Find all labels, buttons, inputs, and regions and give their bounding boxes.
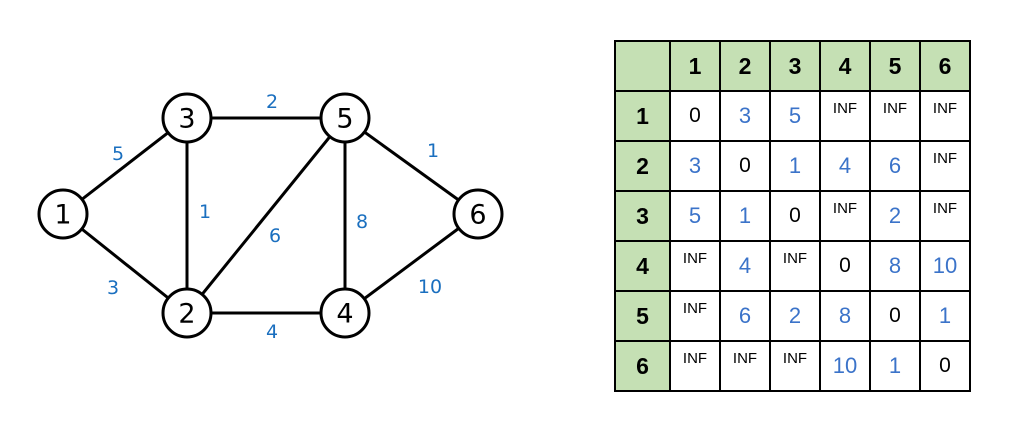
graph-nodes: 1 2 3 4 5 6 [37,92,504,339]
row-header-1: 1 [614,90,671,142]
matrix-cell-5-1: INF [669,290,721,342]
matrix-cell-4-3: INF [769,240,821,292]
matrix-cell-2-1: 3 [669,140,721,192]
matrix-cell-5-6: 1 [919,290,971,342]
edge-5-6 [344,116,479,216]
node-label-2: 2 [178,299,195,330]
edge-2-5 [185,117,347,314]
matrix-cell-4-2: 4 [719,240,771,292]
graph-edges [62,116,479,315]
matrix-cell-1-5: INF [869,90,921,142]
matrix-cell-5-5: 0 [869,290,921,342]
node-circle-3 [161,92,213,144]
matrix-cell-5-4: 8 [819,290,871,342]
edge-weight-3-5: 2 [266,91,278,113]
row-header-5: 5 [614,290,671,342]
node-circle-5 [319,92,371,144]
edge-weight-1-2: 3 [107,277,119,299]
matrix-cell-3-3: 0 [769,190,821,242]
row-header-4: 4 [614,240,671,292]
edge-weight-3-2: 1 [199,201,211,223]
node-6: 6 [452,188,504,240]
matrix-cell-3-2: 1 [719,190,771,242]
edge-4-6 [344,212,479,315]
edge-weight-2-4: 4 [266,321,278,343]
matrix-cell-6-1: INF [669,340,721,392]
matrix-cell-3-1: 5 [669,190,721,242]
matrix-cell-4-4: 0 [819,240,871,292]
row-header-6: 6 [614,340,671,392]
column-header-1: 1 [669,40,721,92]
matrix-cell-6-5: 1 [869,340,921,392]
column-header-4: 4 [819,40,871,92]
matrix-cell-6-6: 0 [919,340,971,392]
edge-1-3 [62,116,188,216]
matrix-cell-1-4: INF [819,90,871,142]
node-1: 1 [37,188,89,240]
row-header-3: 3 [614,190,671,242]
node-label-4: 4 [336,299,353,330]
row-header-2: 2 [614,140,671,192]
node-label-3: 3 [178,104,195,135]
matrix-cell-1-2: 3 [719,90,771,142]
node-label-1: 1 [54,200,71,231]
node-circle-4 [319,287,371,339]
matrix-cell-2-6: INF [919,140,971,192]
edge-weight-2-5: 6 [269,225,281,247]
matrix-cell-2-2: 0 [719,140,771,192]
node-3: 3 [161,92,213,144]
edge-1-2 [62,212,188,315]
matrix-cell-6-2: INF [719,340,771,392]
matrix-cell-1-6: INF [919,90,971,142]
weighted-graph: 5 3 2 1 6 4 8 1 10 1 2 3 4 5 6 [37,91,504,343]
matrix-cell-4-1: INF [669,240,721,292]
matrix-cell-3-6: INF [919,190,971,242]
edge-weights: 5 3 2 1 6 4 8 1 10 [107,91,442,343]
matrix-cell-5-3: 2 [769,290,821,342]
matrix-cell-5-2: 6 [719,290,771,342]
node-label-6: 6 [469,200,486,231]
edge-weight-4-6: 10 [418,276,442,298]
edge-weight-1-3: 5 [112,143,124,165]
column-header-5: 5 [869,40,921,92]
node-2: 2 [161,287,213,339]
node-4: 4 [319,287,371,339]
matrix-cell-3-5: 2 [869,190,921,242]
column-header-6: 6 [919,40,971,92]
node-5: 5 [319,92,371,144]
node-circle-2 [161,287,213,339]
edge-weight-5-4: 8 [356,211,368,233]
matrix-cell-4-5: 8 [869,240,921,292]
node-circle-1 [37,188,89,240]
matrix-cell-2-4: 4 [819,140,871,192]
matrix-cell-2-3: 1 [769,140,821,192]
column-header-3: 3 [769,40,821,92]
node-label-5: 5 [336,104,353,135]
matrix-cell-4-6: 10 [919,240,971,292]
node-circle-6 [452,188,504,240]
matrix-cell-2-5: 6 [869,140,921,192]
matrix-cell-3-4: INF [819,190,871,242]
matrix-cell-6-3: INF [769,340,821,392]
matrix-cell-6-4: 10 [819,340,871,392]
matrix-cell-1-3: 5 [769,90,821,142]
column-header-2: 2 [719,40,771,92]
matrix-header-row: 1 2 3 4 5 6 [614,40,971,92]
matrix-corner-cell [614,40,671,92]
edge-weight-5-6: 1 [427,140,439,162]
matrix-cell-1-1: 0 [669,90,721,142]
